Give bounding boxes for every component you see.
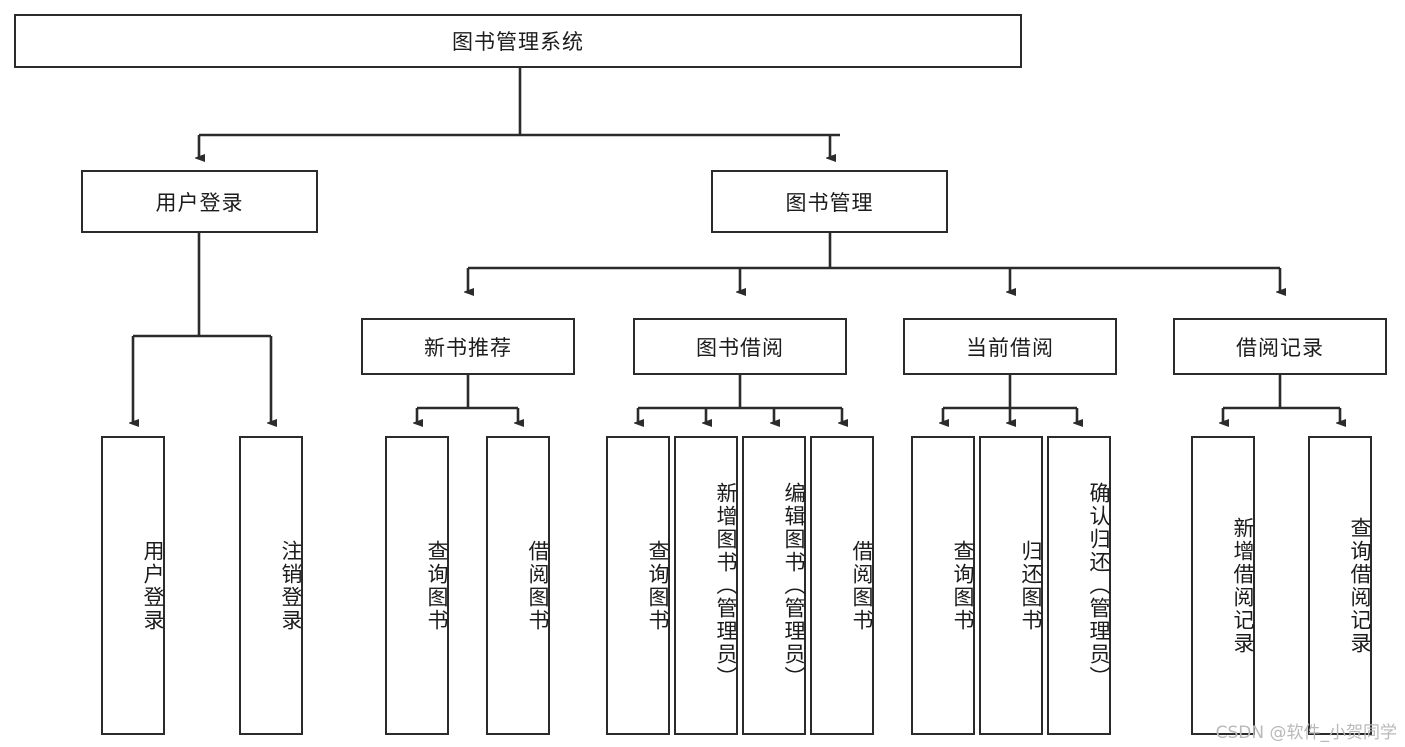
leaf-return-book[interactable]: 归还图书	[979, 436, 1043, 735]
node-label: 查询图书	[646, 539, 670, 632]
leaf-borrow-book-recommend[interactable]: 借阅图书	[486, 436, 550, 735]
leaf-confirm-return-admin[interactable]: 确认归还（管理员）	[1047, 436, 1111, 735]
node-label: 图书管理系统	[452, 30, 584, 54]
node-label: 查询图书	[425, 539, 449, 632]
leaf-edit-book-admin[interactable]: 编辑图书（管理员）	[742, 436, 806, 735]
watermark: CSDN @软件_小贺同学	[1215, 723, 1397, 743]
leaf-add-borrow-record[interactable]: 新增借阅记录	[1191, 436, 1255, 735]
node-new-book-recommend[interactable]: 新书推荐	[361, 318, 575, 375]
leaf-borrow-book[interactable]: 借阅图书	[810, 436, 874, 735]
node-root-book-management-system[interactable]: 图书管理系统	[14, 14, 1022, 68]
node-label: 新书推荐	[424, 335, 512, 360]
leaf-query-book-recommend[interactable]: 查询图书	[385, 436, 449, 735]
node-label: 图书管理	[785, 190, 874, 215]
node-label: 查询借阅记录	[1348, 516, 1372, 655]
node-borrow-record[interactable]: 借阅记录	[1173, 318, 1387, 375]
node-current-borrow[interactable]: 当前借阅	[903, 318, 1117, 375]
leaf-query-book-current[interactable]: 查询图书	[911, 436, 975, 735]
leaf-add-book-admin[interactable]: 新增图书（管理员）	[674, 436, 738, 735]
node-label: 当前借阅	[966, 335, 1054, 360]
node-label: 归还图书	[1019, 539, 1043, 632]
node-label: 新增借阅记录	[1231, 516, 1255, 655]
leaf-query-borrow-record[interactable]: 查询借阅记录	[1308, 436, 1372, 735]
node-label: 借阅记录	[1236, 335, 1324, 360]
leaf-user-login[interactable]: 用户登录	[101, 436, 165, 735]
leaf-query-book-borrow[interactable]: 查询图书	[606, 436, 670, 735]
node-user-login[interactable]: 用户登录	[81, 170, 318, 233]
node-label: 编辑图书（管理员）	[782, 482, 806, 689]
node-label: 用户登录	[141, 539, 165, 632]
node-label: 借阅图书	[850, 539, 874, 632]
node-book-borrow[interactable]: 图书借阅	[633, 318, 847, 375]
node-label: 确认归还（管理员）	[1087, 482, 1111, 689]
node-label: 借阅图书	[526, 539, 550, 632]
node-label: 注销登录	[279, 539, 303, 632]
node-label: 用户登录	[155, 190, 244, 215]
node-label: 查询图书	[951, 539, 975, 632]
node-label: 新增图书（管理员）	[714, 482, 738, 689]
node-label: 图书借阅	[696, 335, 784, 360]
leaf-logout[interactable]: 注销登录	[239, 436, 303, 735]
node-book-management[interactable]: 图书管理	[711, 170, 948, 233]
